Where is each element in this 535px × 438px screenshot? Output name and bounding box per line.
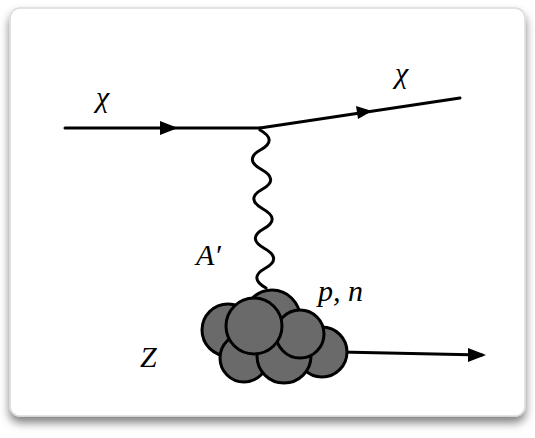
nucleon-label: p, n — [318, 276, 363, 306]
arrowhead — [356, 106, 372, 119]
nucleon — [276, 310, 324, 358]
arrowhead — [468, 348, 486, 362]
mediator-label: A′ — [196, 240, 221, 270]
particle-label: χ — [395, 58, 408, 88]
card-frame — [10, 8, 525, 416]
nucleon — [226, 298, 282, 354]
dark-photon-propagator — [252, 130, 273, 288]
outgoing-fermion-line — [260, 98, 460, 128]
arrowhead — [160, 121, 178, 135]
nucleus-label: Z — [140, 342, 157, 372]
recoil-nucleon-line — [340, 352, 482, 355]
particle-label: χ — [96, 82, 109, 112]
